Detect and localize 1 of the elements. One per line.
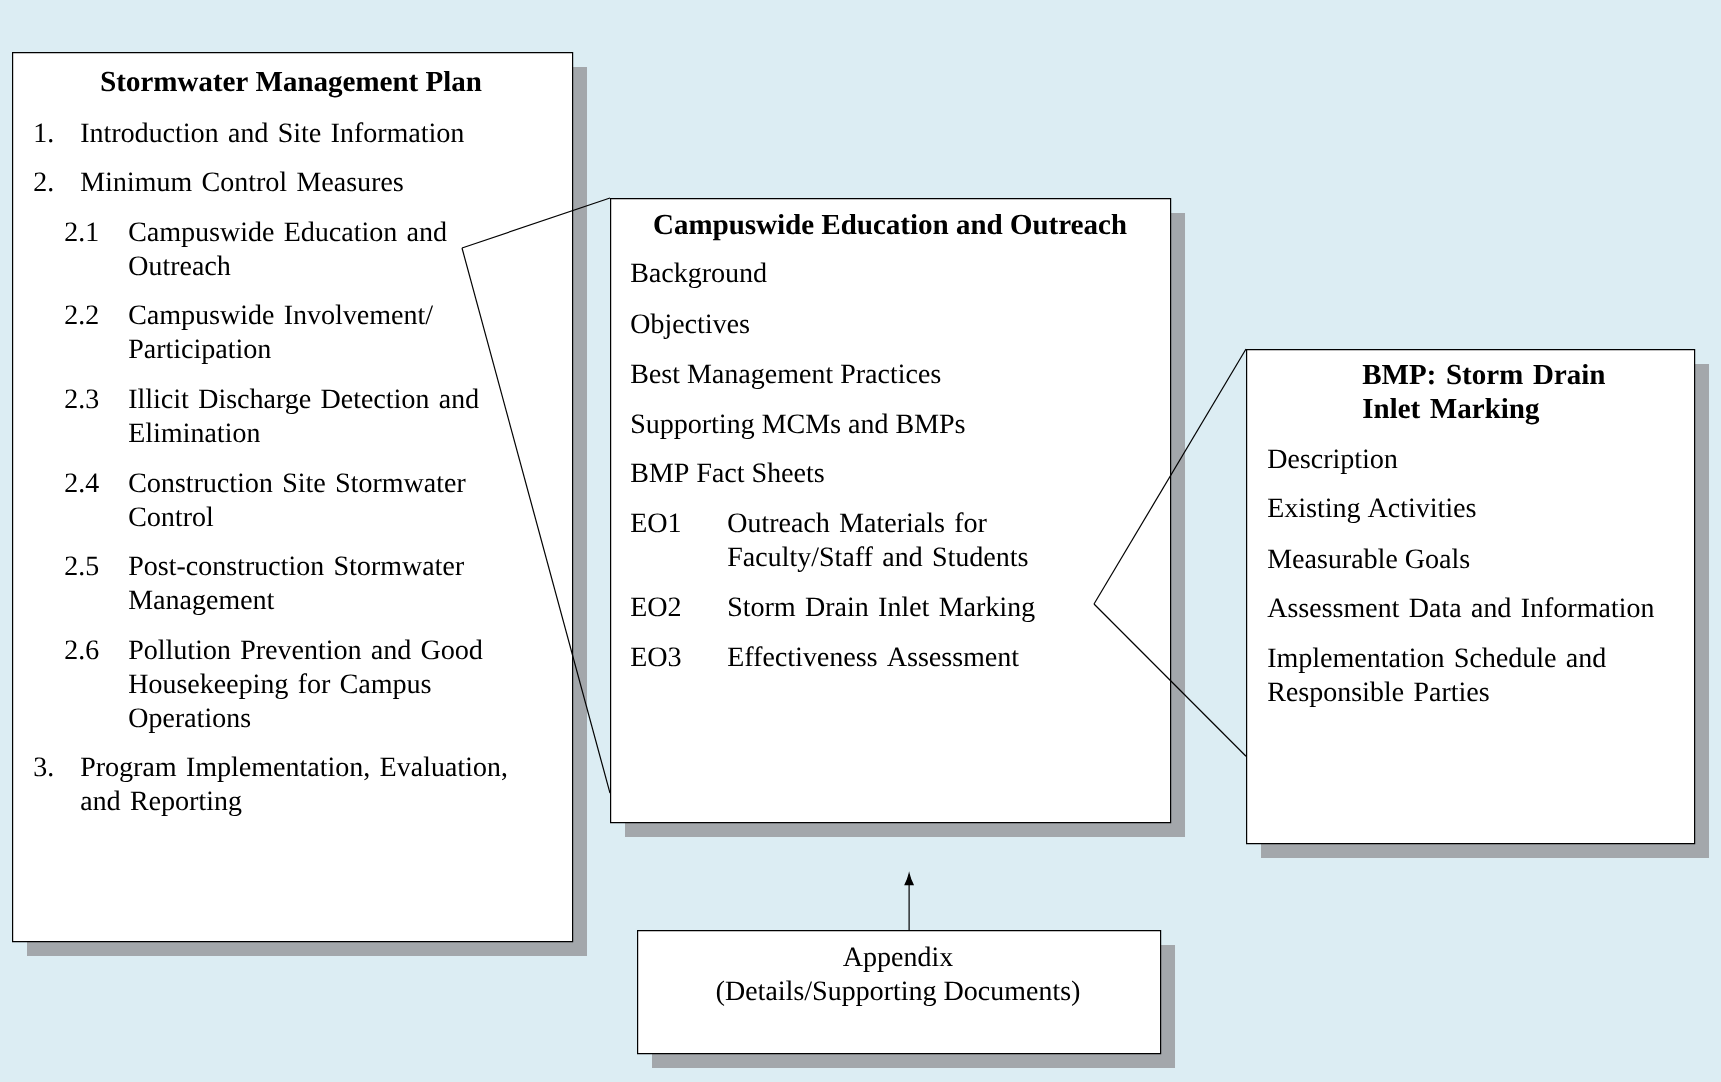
arrow (904, 873, 914, 931)
